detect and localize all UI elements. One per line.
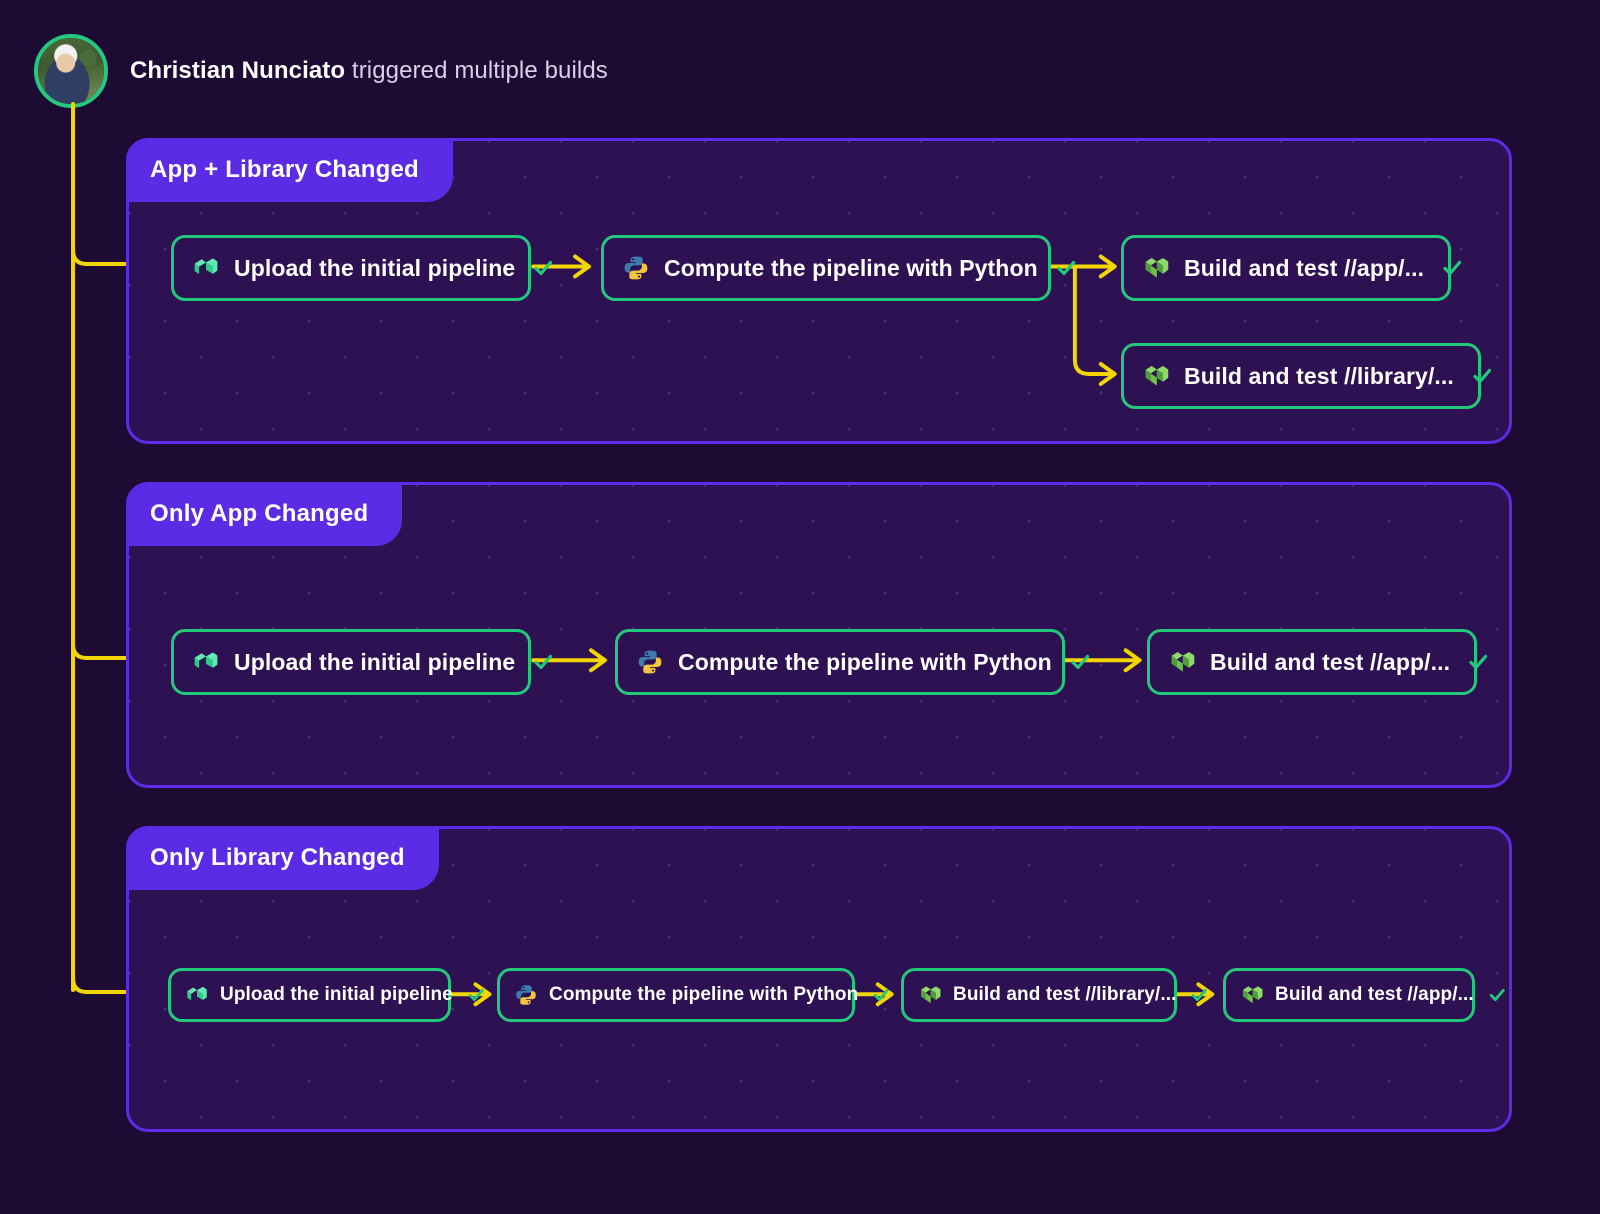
node-label: Build and test //app/... [1184, 254, 1425, 281]
node-label: Compute the pipeline with Python [549, 984, 859, 1005]
check-icon [1489, 989, 1505, 1001]
node-label: Build and test //library/... [953, 984, 1177, 1005]
bazel-cube-icon [1171, 651, 1195, 672]
avatar[interactable] [34, 34, 108, 108]
group-panel-only-library-changed: Only Library Changed Upload the initial … [126, 826, 1512, 1132]
node-label: Compute the pipeline with Python [664, 254, 1038, 281]
node-upload-initial-pipeline[interactable]: Upload the initial pipeline [171, 235, 553, 301]
check-icon [534, 654, 553, 670]
node-label: Build and test //library/... [1184, 362, 1454, 389]
check-icon [1071, 654, 1089, 670]
bazel-cube-icon [921, 986, 941, 1004]
check-icon [1057, 260, 1075, 276]
node-label: Compute the pipeline with Python [678, 648, 1052, 675]
bazel-cube-icon [194, 652, 218, 669]
node-build-test-app[interactable]: Build and test //app/... [1223, 968, 1505, 1022]
bazel-cube-icon [1145, 365, 1169, 386]
node-label: Build and test //app/... [1210, 648, 1451, 675]
header-action-text: triggered multiple builds [345, 57, 608, 84]
node-build-test-library[interactable]: Build and test //library/... [901, 968, 1208, 1022]
check-icon [468, 989, 484, 1001]
bazel-cube-icon [1145, 257, 1169, 278]
node-label: Upload the initial pipeline [220, 984, 453, 1005]
avatar-photo [38, 38, 104, 104]
node-label: Upload the initial pipeline [234, 254, 516, 281]
python-icon [516, 985, 536, 1005]
node-upload-initial-pipeline[interactable]: Upload the initial pipeline [168, 968, 484, 1022]
check-icon [874, 989, 889, 1001]
node-build-test-app[interactable]: Build and test //app/... [1121, 235, 1462, 301]
node-compute-pipeline-python[interactable]: Compute the pipeline with Python [615, 629, 1089, 695]
check-icon [534, 260, 553, 276]
bazel-cube-icon [187, 986, 207, 1001]
group-title-only-library-changed: Only Library Changed [129, 829, 439, 890]
python-icon [624, 256, 648, 280]
node-compute-pipeline-python[interactable]: Compute the pipeline with Python [497, 968, 889, 1022]
node-build-test-app[interactable]: Build and test //app/... [1147, 629, 1488, 695]
check-icon [1473, 368, 1492, 384]
node-label: Upload the initial pipeline [234, 648, 516, 675]
bazel-cube-icon [194, 258, 218, 275]
header-user-name: Christian Nunciato [130, 57, 346, 84]
bazel-cube-icon [1243, 986, 1263, 1004]
node-compute-pipeline-python[interactable]: Compute the pipeline with Python [601, 235, 1075, 301]
node-build-test-library[interactable]: Build and test //library/... [1121, 343, 1492, 409]
build-header: Christian Nunciato triggered multiple bu… [34, 34, 608, 108]
python-icon [638, 650, 662, 674]
check-icon [1443, 260, 1462, 276]
group-panel-only-app-changed: Only App Changed Upload the initial pipe… [126, 482, 1512, 788]
node-label: Build and test //app/... [1275, 984, 1474, 1005]
header-title: Christian Nunciato triggered multiple bu… [130, 57, 608, 85]
node-upload-initial-pipeline[interactable]: Upload the initial pipeline [171, 629, 553, 695]
group-title-only-app-changed: Only App Changed [129, 485, 403, 546]
group-title-app-library-changed: App + Library Changed [129, 141, 453, 202]
group-panel-app-library-changed: App + Library Changed Upload the initial… [126, 138, 1512, 444]
check-icon [1469, 654, 1488, 670]
check-icon [1192, 989, 1208, 1001]
